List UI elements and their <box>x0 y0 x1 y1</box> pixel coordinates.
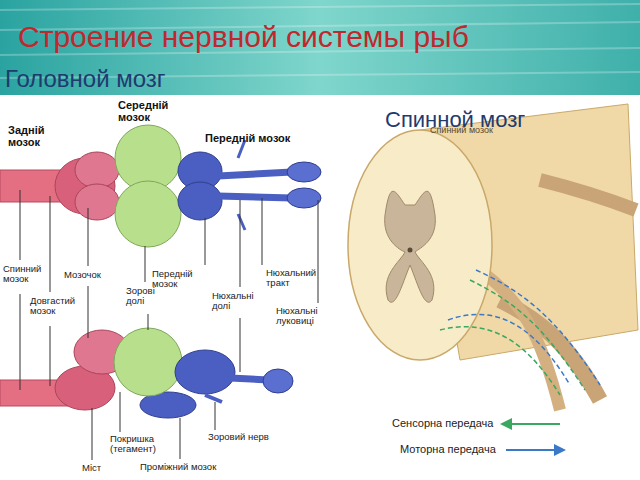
part-label: Передній мозок <box>205 132 315 144</box>
part-label: Зорові долі <box>126 286 166 307</box>
legend-text: Моторна передача <box>400 443 496 455</box>
part-label: Проміжний мозок <box>140 462 250 472</box>
legend-text: Сенсорна передача <box>392 417 493 429</box>
slide-title: Строение нервной системы рыб <box>18 20 469 53</box>
part-label: Задній мозок <box>8 124 56 148</box>
part-label: Спинний мозок <box>3 264 45 285</box>
section-heading: Спинной мозг <box>385 108 625 132</box>
part-label: Нюхальний тракт <box>266 268 316 289</box>
brain-side-view <box>0 328 293 418</box>
section-heading: Головной мозг <box>5 66 245 92</box>
part-label: Довгастий мозок <box>30 296 76 317</box>
part-label: Середній мозок <box>118 99 178 123</box>
header-band <box>0 0 640 95</box>
part-label: Міст <box>82 463 112 473</box>
brain-top-view <box>0 125 321 247</box>
spinal-cord-illustration <box>348 104 638 410</box>
part-label: Нюхальні луковиці <box>276 306 336 327</box>
part-label: Покришка (тегамент) <box>110 434 172 455</box>
part-label: Спинний мозок <box>430 126 520 136</box>
part-label: Зоровий нерв <box>208 432 288 442</box>
part-label: Нюхальні долі <box>212 291 256 312</box>
legend-samples <box>506 424 560 450</box>
part-label: Мозочок <box>64 270 114 280</box>
leader-lines <box>20 190 318 460</box>
part-label: Передній мозок <box>152 269 200 290</box>
